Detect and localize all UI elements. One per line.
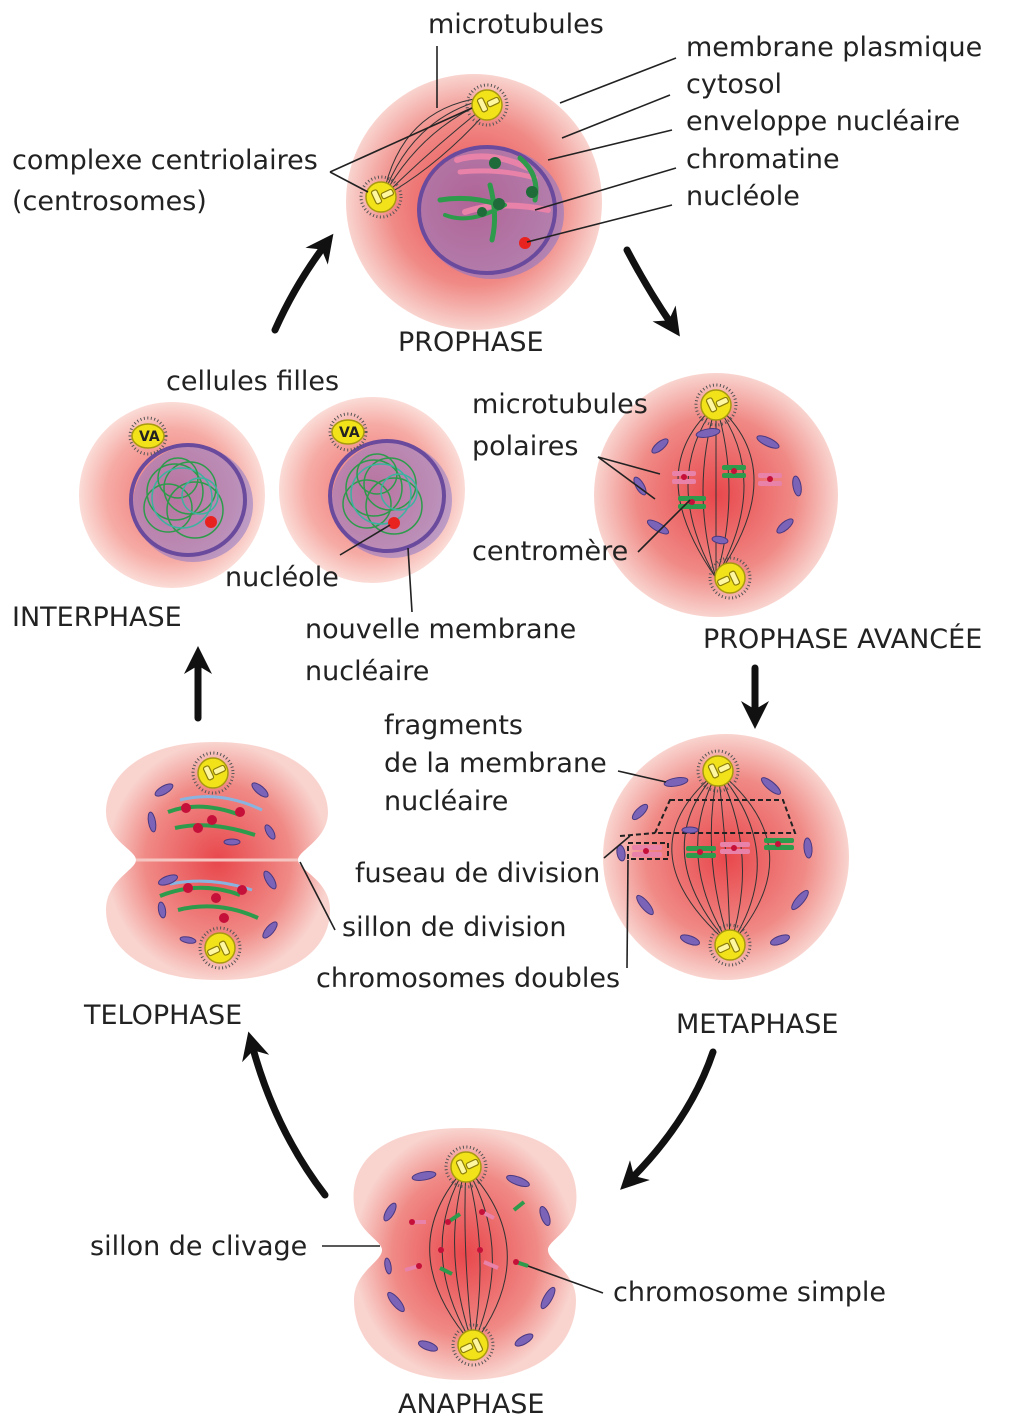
label-fragments-2: de la membrane [384, 748, 607, 779]
stage-label-metaphase: METAPHASE [676, 1009, 838, 1040]
arrow-interphase-to-prophase [271, 233, 334, 334]
arrow-prophase-to-prophase-avancee [623, 246, 680, 337]
arrow-metaphase-to-anaphase [620, 1048, 717, 1190]
prophase-nuclear-envelope [417, 145, 557, 275]
label-chromosome-simple: chromosome simple [613, 1277, 886, 1308]
metaphase-membrane-fragments [616, 777, 813, 946]
label-nouvelle-membrane-2: nucléaire [305, 656, 429, 687]
label-sillon-de-division: sillon de division [342, 912, 566, 943]
label-chromatine: chromatine [686, 144, 840, 175]
label-cellules-filles: cellules filles [166, 366, 339, 397]
prophase-avancee-leaders [597, 456, 691, 553]
label-microtubules: microtubules [428, 9, 604, 40]
label-complexe-centriolaires: complexe centriolaires [12, 145, 318, 176]
interphase-daughter-cell-left: VA [79, 402, 265, 588]
cycle-arrows [184, 233, 769, 1199]
metaphase-leaders [603, 770, 667, 969]
anaphase-membrane-fragments [383, 1171, 556, 1352]
interphase-leaders [339, 524, 413, 613]
label-nouvelle-membrane-1: nouvelle membrane [305, 614, 576, 645]
label-chromosomes-doubles: chromosomes doubles [316, 963, 620, 994]
stage-label-anaphase: ANAPHASE [398, 1389, 544, 1420]
prophase-leaders [329, 46, 677, 243]
metaphase-chromosomes [632, 838, 794, 858]
interphase-right-chromatin [342, 453, 423, 535]
label-fragments-1: fragments [384, 710, 523, 741]
anaphase-cell [353, 1128, 577, 1380]
stage-label-telophase: TELOPHASE [83, 1000, 242, 1031]
telophase-cell [106, 742, 330, 980]
anaphase-leaders [322, 1245, 604, 1294]
stage-label-interphase: INTERPHASE [12, 602, 182, 633]
stage-label-prophase-avancee: PROPHASE AVANCÉE [703, 623, 982, 655]
interphase-left-chromatin [143, 457, 224, 539]
label-cytosol: cytosol [686, 69, 782, 100]
label-nucleole-daughter: nucléole [225, 562, 339, 593]
label-centrosomes: (centrosomes) [12, 186, 207, 217]
svg-text:VA: VA [139, 429, 160, 445]
label-fragments-3: nucléaire [384, 786, 508, 817]
label-centromere: centromère [472, 536, 628, 567]
prophase-nucleolus [519, 237, 531, 249]
stage-label-prophase: PROPHASE [398, 327, 544, 358]
label-sillon-de-clivage: sillon de clivage [90, 1231, 307, 1262]
label-microtubules-polaires-2: polaires [472, 431, 578, 462]
telophase-chromatin [159, 795, 263, 923]
svg-text:VA: VA [339, 425, 360, 441]
label-nucleole-top: nucléole [686, 181, 800, 212]
anaphase-chromosomes [404, 1200, 529, 1276]
metaphase-cell [603, 734, 849, 980]
interphase-daughter-cell-right: VA [279, 397, 465, 583]
telophase-leader [299, 861, 336, 931]
prophase-avancee-membrane-fragments [633, 428, 802, 545]
label-enveloppe-nucleaire: enveloppe nucléaire [686, 106, 960, 137]
telophase-membrane-fragments [147, 782, 278, 944]
label-microtubules-polaires-1: microtubules [472, 389, 648, 420]
arrow-anaphase-to-telophase [242, 1031, 329, 1199]
label-membrane-plasmique: membrane plasmique [686, 32, 982, 63]
label-fuseau-de-division: fuseau de division [355, 858, 600, 889]
